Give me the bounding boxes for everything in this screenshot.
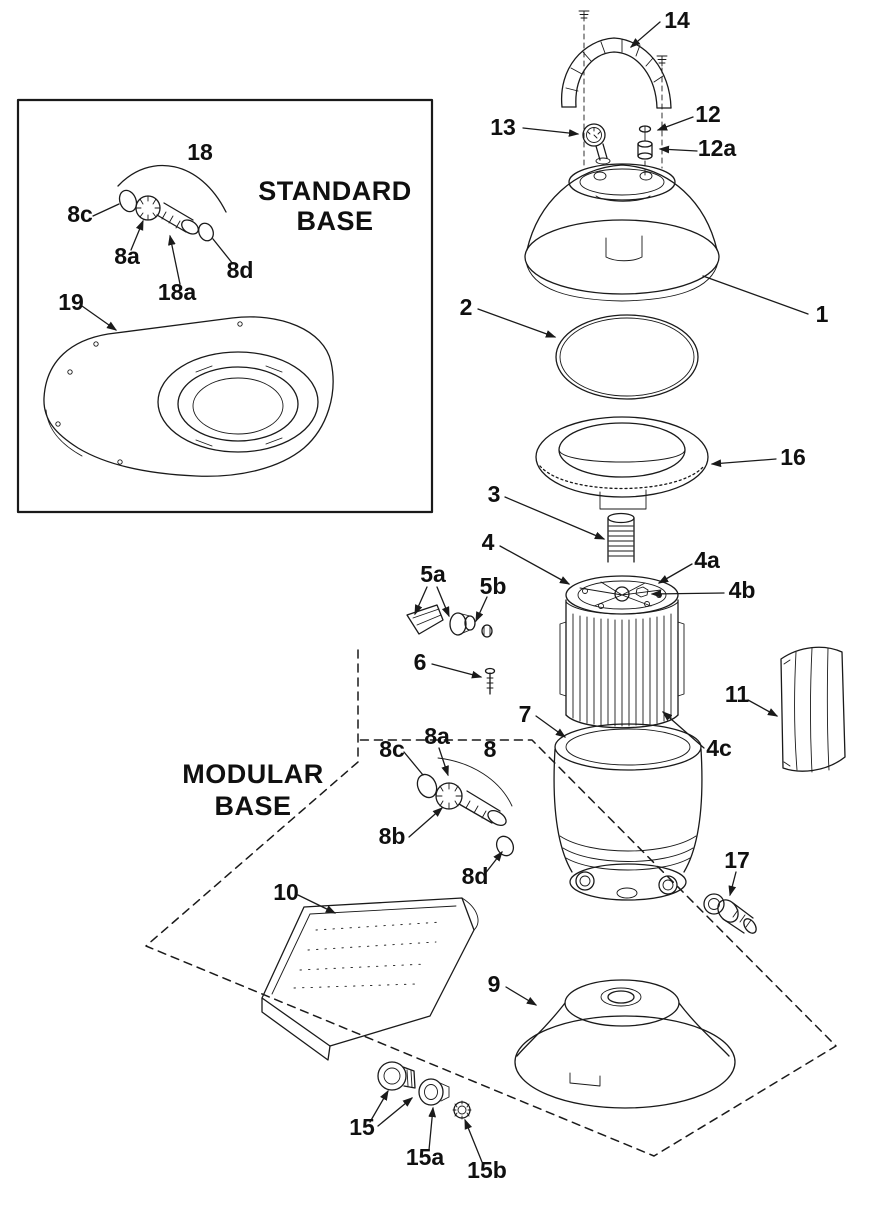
callout-14-label: 14 xyxy=(664,7,690,33)
callout-13-label: 13 xyxy=(490,114,516,140)
part-screw-6 xyxy=(484,667,496,695)
standard-base-inset xyxy=(16,98,434,514)
callout-12-label: 12 xyxy=(695,101,721,127)
callout-7-label: 7 xyxy=(519,701,532,727)
callout-6: 6 xyxy=(414,649,483,679)
part-fitting-17 xyxy=(703,893,757,934)
callout-4c-label: 4c xyxy=(706,735,732,761)
callout-5a: 5a xyxy=(414,561,450,618)
callout-13: 13 xyxy=(490,114,580,140)
callout-4c: 4c xyxy=(662,711,732,761)
callout-4: 4 xyxy=(482,529,571,585)
callout-18a: 18a xyxy=(158,234,197,305)
callout-8a-modular-label: 8a xyxy=(424,723,450,749)
part-cartridge-4c xyxy=(559,599,685,729)
callout-4b-label: 4b xyxy=(729,577,756,603)
part-oring-2 xyxy=(555,314,699,400)
callout-8b: 8b xyxy=(379,807,443,849)
modular-base-title-line2: BASE xyxy=(214,791,291,821)
callout-8c-inset-label: 8c xyxy=(67,201,93,227)
callout-9: 9 xyxy=(488,971,538,1006)
part-diffuser-5a-5b xyxy=(406,604,493,638)
standard-base-title-line2: BASE xyxy=(296,206,373,236)
part-dome-base-9 xyxy=(514,979,736,1109)
callout-8b-label: 8b xyxy=(379,823,406,849)
part-tank-7 xyxy=(553,723,703,901)
callout-4a-label: 4a xyxy=(694,547,720,573)
callout-15a-label: 15a xyxy=(406,1144,445,1170)
callout-4a: 4a xyxy=(657,547,720,584)
callout-19-label: 19 xyxy=(58,289,84,315)
part-base-plate-10 xyxy=(261,897,479,1061)
callout-12a-label: 12a xyxy=(698,135,737,161)
callout-8d-inset: 8d xyxy=(212,238,254,283)
part-lid-1 xyxy=(524,163,720,302)
part-standpipe-3 xyxy=(607,512,635,563)
callout-8c-modular-label: 8c xyxy=(379,736,405,762)
callout-8d-modular: 8d xyxy=(462,850,503,889)
part-clamp-ring-16 xyxy=(535,416,709,510)
callout-8a-inset: 8a xyxy=(114,219,144,269)
modular-base-boundary xyxy=(145,649,837,1157)
callout-8d-inset-label: 8d xyxy=(227,257,254,283)
callout-2: 2 xyxy=(460,294,557,338)
callout-17: 17 xyxy=(724,847,750,897)
callout-4b: 4b xyxy=(650,577,756,603)
callout-16-label: 16 xyxy=(780,444,806,470)
callout-17-label: 17 xyxy=(724,847,750,873)
callout-9-label: 9 xyxy=(488,971,501,997)
part-fittings-15 xyxy=(377,1061,472,1120)
callout-8a-inset-label: 8a xyxy=(114,243,140,269)
part-gauge-13 xyxy=(582,123,611,165)
callout-5a-label: 5a xyxy=(420,561,446,587)
callout-14: 14 xyxy=(630,7,690,48)
callout-11-label: 11 xyxy=(725,681,750,707)
callout-4-label: 4 xyxy=(482,529,495,555)
callout-8a-modular: 8a xyxy=(424,723,450,777)
callout-12a: 12a xyxy=(658,135,737,161)
part-bulkhead-modular-8 xyxy=(416,757,515,857)
callout-19: 19 xyxy=(58,289,118,331)
callout-8-modular: 8 xyxy=(484,736,497,762)
callout-15b-label: 15b xyxy=(467,1157,507,1183)
callout-3-label: 3 xyxy=(488,481,501,507)
part-handle-14 xyxy=(560,10,672,169)
callout-10: 10 xyxy=(273,879,337,914)
standard-base-title-line1: STANDARD xyxy=(258,176,412,206)
callout-6-label: 6 xyxy=(414,649,427,675)
callout-7: 7 xyxy=(519,701,567,738)
callout-8c-modular: 8c xyxy=(379,736,424,776)
callout-11: 11 xyxy=(725,681,779,717)
callout-15: 15 xyxy=(349,1089,414,1140)
callout-2-label: 2 xyxy=(460,294,473,320)
callout-8-modular-label: 8 xyxy=(484,736,497,762)
callout-8d-modular-label: 8d xyxy=(462,863,489,889)
callout-16: 16 xyxy=(710,444,806,470)
callout-1-label: 1 xyxy=(816,301,829,327)
callout-5b-label: 5b xyxy=(480,573,507,599)
callout-10-label: 10 xyxy=(273,879,299,905)
callout-15a: 15a xyxy=(406,1106,445,1170)
callout-18-label: 18 xyxy=(187,139,213,165)
callout-8c-inset: 8c xyxy=(67,201,120,227)
callout-18: 18 xyxy=(187,139,213,165)
callout-15b: 15b xyxy=(464,1118,507,1183)
modular-base-title: MODULAR BASE xyxy=(182,759,323,821)
part-relief-valve-12 xyxy=(637,125,653,177)
callout-3: 3 xyxy=(488,481,606,540)
callout-18a-label: 18a xyxy=(158,279,197,305)
callout-15-label: 15 xyxy=(349,1114,375,1140)
callout-5b: 5b xyxy=(475,573,507,623)
standard-base-title: STANDARD BASE xyxy=(258,176,412,236)
callout-12: 12 xyxy=(656,101,721,131)
part-shell-11 xyxy=(780,646,846,773)
callout-1: 1 xyxy=(702,275,829,327)
modular-base-title-line1: MODULAR xyxy=(182,759,323,789)
